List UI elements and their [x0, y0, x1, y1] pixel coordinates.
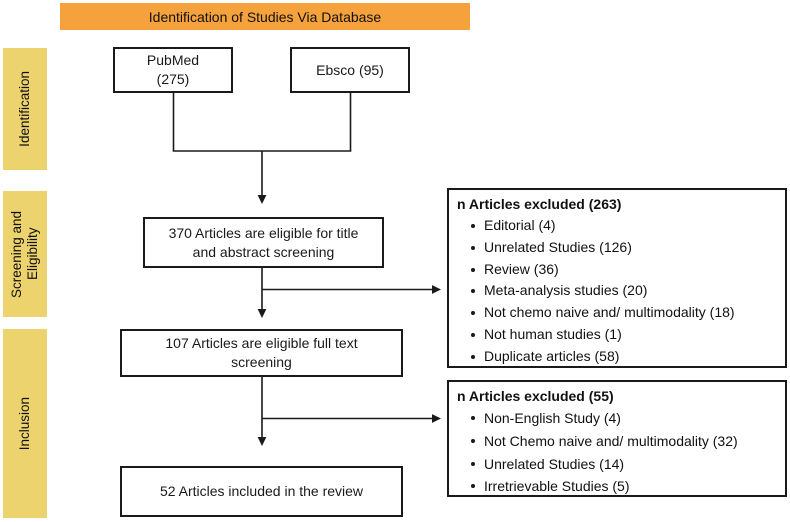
- exclusion-item: Not Chemo naive and/ multimodality (32): [457, 430, 777, 453]
- exclusion-box-2-title: n Articles excluded (55): [457, 388, 614, 404]
- exclusion-item: Meta-analysis studies (20): [457, 280, 777, 302]
- exclusion-item: Review (36): [457, 259, 777, 281]
- exclusion-box-1-list: Editorial (4) Unrelated Studies (126) Re…: [457, 215, 777, 368]
- flow-box-included-in-review: 52 Articles included in the review: [120, 466, 403, 517]
- exclusion-item: Non-English Study (4): [457, 407, 777, 430]
- stage-screening-eligibility: Screening and Eligibility: [3, 191, 47, 317]
- source-box-ebsco: Ebsco (95): [290, 47, 410, 93]
- exclusion-item: Editorial (4): [457, 215, 777, 237]
- stage-inclusion-label: Inclusion: [17, 396, 32, 451]
- flow-box-title-abstract-screening: 370 Articles are eligible for title and …: [143, 217, 384, 268]
- exclusion-item: Unrelated Studies (14): [457, 453, 777, 476]
- stage-identification: Identification: [3, 48, 47, 170]
- stage-identification-label: Identification: [17, 71, 32, 147]
- banner-identification-via-database: Identification of Studies Via Database: [60, 3, 470, 30]
- exclusion-item: Irretrievable Studies (5): [457, 475, 777, 498]
- exclusion-item: Duplicate articles (58): [457, 346, 777, 368]
- exclusion-item: Not chemo naive and/ multimodality (18): [457, 302, 777, 324]
- stage-screening-eligibility-label: Screening and Eligibility: [9, 210, 40, 298]
- exclusion-box-2: n Articles excluded (55) Non-English Stu…: [447, 380, 787, 497]
- exclusion-item: Not human studies (1): [457, 324, 777, 346]
- stage-inclusion: Inclusion: [3, 329, 47, 518]
- exclusion-item: Unrelated Studies (126): [457, 237, 777, 259]
- exclusion-box-1-title: n Articles excluded (263): [457, 196, 622, 212]
- source-box-pubmed: PubMed (275): [113, 47, 233, 93]
- flow-box-full-text-screening: 107 Articles are eligible full text scre…: [120, 329, 403, 377]
- exclusion-box-2-list: Non-English Study (4) Not Chemo naive an…: [457, 407, 777, 498]
- exclusion-box-1: n Articles excluded (263) Editorial (4) …: [447, 188, 787, 368]
